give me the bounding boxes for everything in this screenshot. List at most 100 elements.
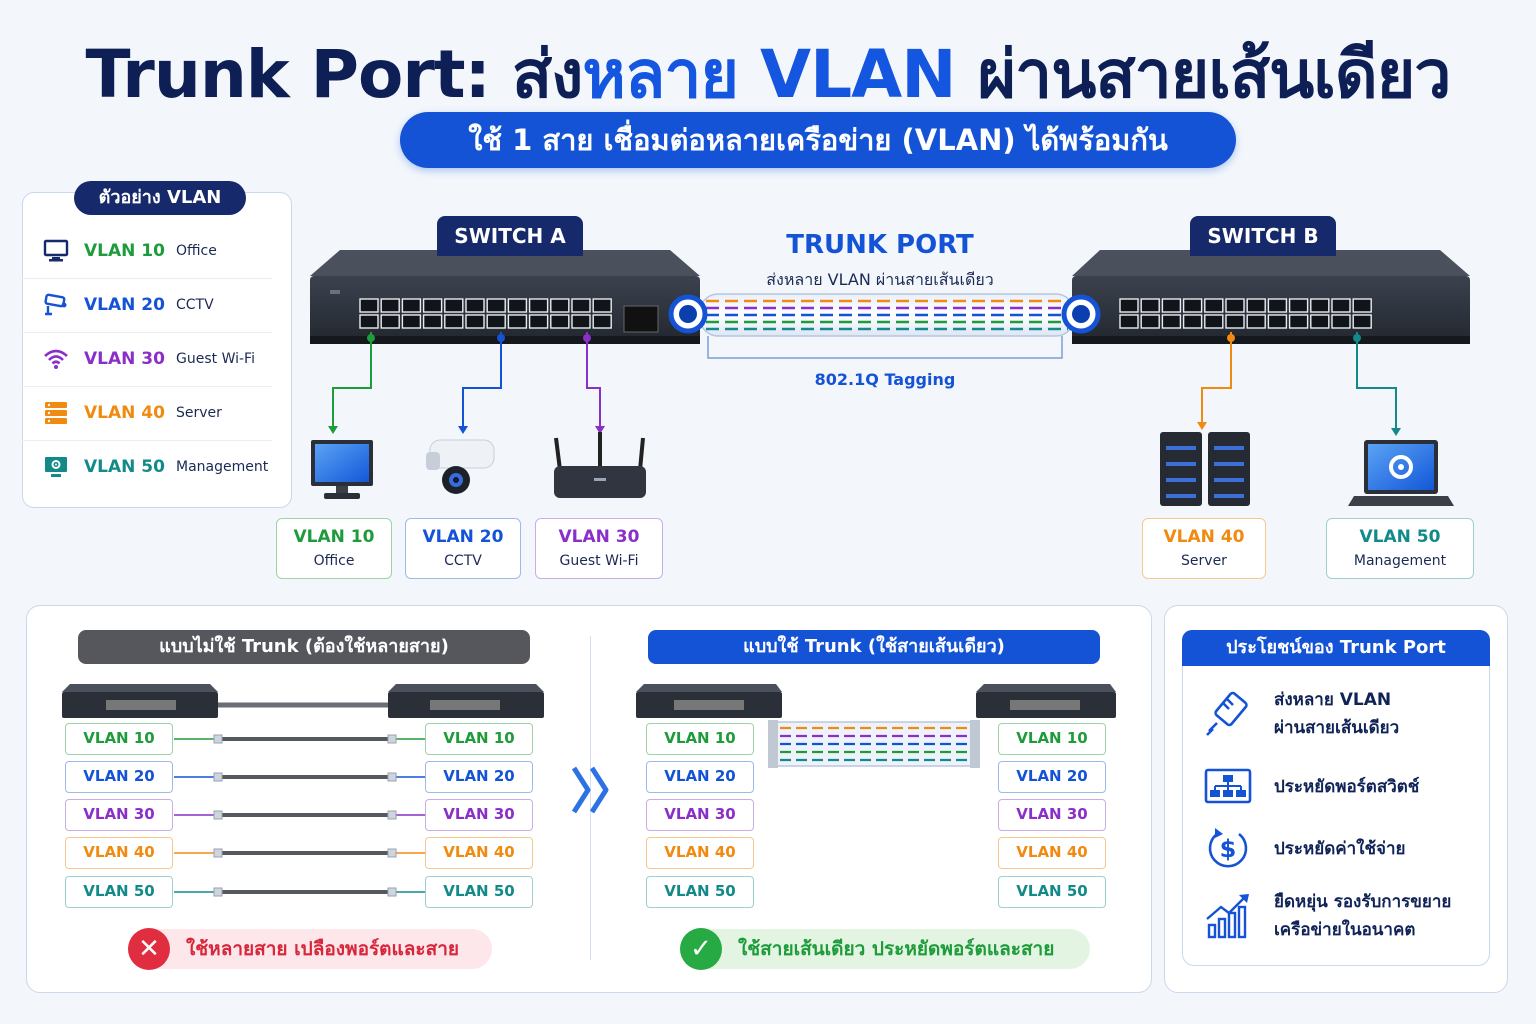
switch-b xyxy=(1072,250,1470,344)
server-rack-icon xyxy=(1160,432,1250,506)
benefit-row-save-cost: $ ประหยัดค่าใช้จ่าย xyxy=(1196,822,1486,876)
subtitle-banner: ใช้ 1 สาย เชื่อมต่อหลายเครือข่าย (VLAN) … xyxy=(400,112,1236,168)
switch-port xyxy=(422,298,443,313)
with-switch-left xyxy=(636,684,782,718)
switch-port xyxy=(1140,314,1160,329)
device-vlan: VLAN 40 xyxy=(1163,527,1245,547)
device-name: Server xyxy=(1181,553,1227,569)
cable-plug xyxy=(387,848,397,858)
checkmark-icon: ✓ xyxy=(680,928,722,970)
vlan-box: VLAN 10 xyxy=(425,723,533,755)
benefit-text: ส่งหลาย VLAN xyxy=(1274,690,1392,710)
switch-port xyxy=(486,298,506,313)
switch-port xyxy=(1352,298,1372,313)
vlan-box: VLAN 50 xyxy=(65,876,173,908)
vlan-box: VLAN 40 xyxy=(425,837,533,869)
benefit-row-save-ports: ประหยัดพอร์ตสวิตช์ xyxy=(1196,760,1486,814)
switch-port xyxy=(359,298,379,313)
vlan-box: VLAN 50 xyxy=(998,876,1106,908)
switch-port xyxy=(1204,298,1224,313)
cctv-camera-icon xyxy=(426,439,495,494)
cable-plug xyxy=(213,734,223,744)
device-vlan: VLAN 20 xyxy=(422,527,504,547)
switch-port xyxy=(1140,298,1160,313)
vlan-box: VLAN 40 xyxy=(646,837,754,869)
benefits-title: ประโยชน์ของ Trunk Port xyxy=(1182,630,1490,666)
with-trunk-title: แบบใช้ Trunk (ใช้สายเส้นเดียว) xyxy=(648,630,1100,664)
switch-port xyxy=(1225,314,1245,329)
switch-port xyxy=(1310,314,1330,329)
multiple-cables xyxy=(174,734,426,897)
switch-port xyxy=(422,314,443,329)
comparison-panel xyxy=(26,605,1152,993)
switch-port xyxy=(465,314,485,329)
switch-port xyxy=(1331,298,1351,313)
cable-plug xyxy=(387,734,397,744)
without-trunk-title: แบบไม่ใช้ Trunk (ต้องใช้หลายสาย) xyxy=(78,630,530,664)
vlan-box: VLAN 10 xyxy=(65,723,173,755)
switch-port xyxy=(507,314,528,329)
benefit-text: เครือข่ายในอนาคต xyxy=(1274,920,1416,940)
vlan-box: VLAN 50 xyxy=(425,876,533,908)
title-part-1: Trunk Port: ส่ง xyxy=(85,36,584,113)
device-name: Office xyxy=(313,553,355,569)
with-status-text: ใช้สายเส้นเดียว ประหยัดพอร์ตและสาย xyxy=(738,938,1055,960)
vlan-box: VLAN 30 xyxy=(646,799,754,831)
switch-port xyxy=(592,314,612,329)
vlan-box: VLAN 50 xyxy=(646,876,754,908)
switch-port xyxy=(528,298,549,313)
device-name: Guest Wi-Fi xyxy=(559,553,639,569)
office-monitor-icon xyxy=(311,440,373,499)
vlan-box: VLAN 30 xyxy=(998,799,1106,831)
switch-port xyxy=(1331,314,1351,329)
device-label-office: VLAN 10 Office xyxy=(276,518,392,579)
trunk-cable xyxy=(668,293,1101,359)
single-trunk-cable xyxy=(768,720,980,768)
device-vlan: VLAN 50 xyxy=(1359,527,1441,547)
vlan-box: VLAN 10 xyxy=(998,723,1106,755)
switch-port xyxy=(507,298,528,313)
vlan-box: VLAN 20 xyxy=(65,761,173,793)
switch-port xyxy=(1204,314,1224,329)
device-vlan: VLAN 10 xyxy=(293,527,375,547)
switch-port xyxy=(401,314,422,329)
title-part-3: ผ่านสายเส้นเดียว xyxy=(955,36,1451,113)
device-name: Management xyxy=(1353,553,1447,569)
switch-port xyxy=(1352,314,1372,329)
without-status-text: ใช้หลายสาย เปลืองพอร์ตและสาย xyxy=(186,938,460,960)
switch-a xyxy=(310,250,700,344)
device-label-guest-wifi: VLAN 30 Guest Wi-Fi xyxy=(535,518,663,579)
title-highlight: หลาย VLAN xyxy=(582,36,956,113)
switch-b-ports xyxy=(1119,298,1372,329)
switch-port xyxy=(1267,314,1288,329)
without-status: ✕ ใช้หลายสาย เปลืองพอร์ตและสาย xyxy=(128,928,492,970)
switch-port xyxy=(444,298,464,313)
switch-b-label: SWITCH B xyxy=(1190,216,1336,256)
switch-port xyxy=(380,314,400,329)
switch-port xyxy=(1288,298,1309,313)
switch-port xyxy=(571,314,591,329)
device-label-server: VLAN 40 Server xyxy=(1142,518,1266,579)
without-switch-left xyxy=(62,684,218,718)
cable-plug xyxy=(387,887,397,897)
benefit-text: ยืดหยุ่น รองรับการขยาย xyxy=(1274,892,1452,912)
switch-port xyxy=(1225,298,1245,313)
with-switch-right xyxy=(976,684,1116,718)
switch-port xyxy=(550,298,570,313)
vlan-box: VLAN 30 xyxy=(425,799,533,831)
network-diagram xyxy=(310,250,1470,506)
cable-plug xyxy=(213,810,223,820)
vlan-box: VLAN 10 xyxy=(646,723,754,755)
vlan-box: VLAN 20 xyxy=(646,761,754,793)
device-vlan: VLAN 30 xyxy=(558,527,640,547)
vlan-box: VLAN 40 xyxy=(998,837,1106,869)
switch-port xyxy=(380,298,400,313)
cable-plug xyxy=(387,772,397,782)
comparison-divider xyxy=(590,636,591,960)
switch-port xyxy=(401,298,422,313)
switch-port xyxy=(1288,314,1309,329)
growth-chart-icon xyxy=(1196,889,1260,943)
with-status: ✓ ใช้สายเส้นเดียว ประหยัดพอร์ตและสาย xyxy=(680,928,1090,970)
switch-port xyxy=(1182,314,1203,329)
page-title: Trunk Port: ส่งหลาย VLAN ผ่านสายเส้นเดีย… xyxy=(0,22,1536,127)
